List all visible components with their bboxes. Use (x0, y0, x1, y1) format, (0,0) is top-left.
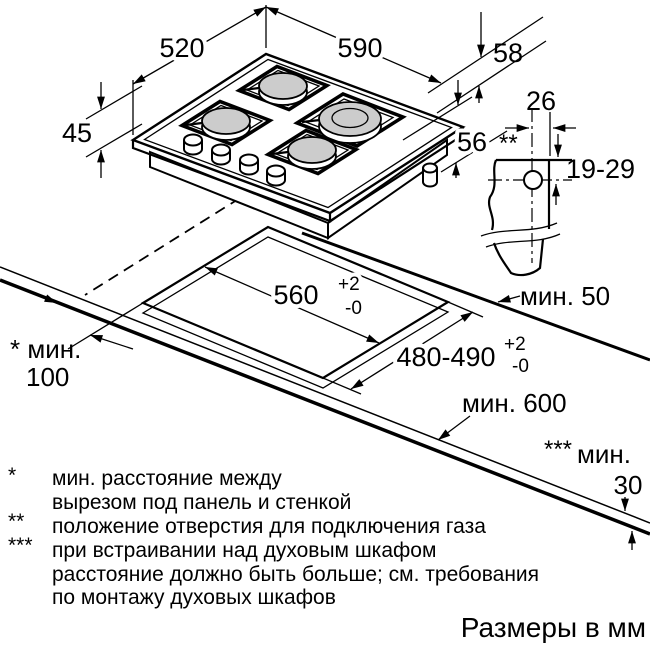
cutout-width-tol-minus: -0 (345, 298, 362, 319)
hob-glass-thickness-edges (131, 127, 465, 223)
footnotes: * мин. расстояние между вырезом под пане… (8, 464, 646, 643)
note-min-back-50: мин. 50 (497, 281, 610, 311)
detail-break-line-1 (480, 222, 558, 237)
burner-back-right-wok (293, 92, 407, 148)
gas-marker-label: ** (499, 130, 518, 157)
burner-cap (318, 101, 382, 137)
knob (211, 143, 231, 166)
height-56-label: 56 (457, 127, 487, 157)
gas-connection-detail: 26 ** 19-29 (480, 86, 635, 277)
dimension-gas-offset-26: 26 ** (499, 86, 576, 157)
min-bottom-marker: *** (544, 436, 572, 463)
burner-front-right (264, 128, 360, 176)
dimension-hob-depth-590: 590 (265, 6, 442, 84)
cutout-width-label: 560 (273, 280, 318, 310)
hob-depth-label: 590 (337, 33, 382, 63)
dimension-height-45: 45 (58, 82, 143, 178)
note-min-worktop-depth-600: мин. 600 (437, 388, 567, 441)
cutout-depth-tol-minus: -0 (512, 356, 529, 377)
gas-connection-hole (523, 170, 543, 190)
note-min-side-100: * мин. 100 (10, 288, 134, 392)
worktop-drawing (0, 197, 650, 536)
gas-hole-range-label: 19-29 (566, 154, 635, 184)
footnote-1-line-1: мин. расстояние между (52, 467, 282, 490)
footnote-2-marker: ** (8, 510, 24, 533)
min-bottom-value: 30 (614, 470, 643, 500)
detail-left-wavy-edge (488, 159, 498, 231)
footnote-3-line-3: по монтажу духовых шкафов (52, 586, 336, 609)
note-min-bottom-30: *** мин. 30 (544, 436, 642, 550)
burner-cap (287, 136, 337, 164)
units-note: Размеры в мм (461, 612, 646, 643)
burner-cap (201, 107, 251, 135)
min-worktop-depth-label: мин. 600 (462, 388, 567, 418)
dimension-hob-width-520: 520 (132, 5, 267, 135)
min-back-label: мин. 50 (520, 281, 610, 311)
footnote-3-marker: *** (8, 534, 33, 557)
footnote-2-line-1: положение отверстия для подключения газа (52, 515, 486, 538)
back-wall-line (301, 231, 650, 362)
hob-to-cutout-projection-dashed-line (84, 197, 241, 296)
burner-cap-inner-ring (331, 107, 369, 129)
min-bottom-label: мин. (577, 439, 631, 469)
knob (183, 133, 203, 156)
burner-front-left (178, 99, 274, 147)
hob-width-label: 520 (159, 33, 204, 63)
detail-lower-outline (492, 238, 545, 277)
worktop-front-edge-bottom-line (0, 278, 650, 536)
footnote-3-line-2: расстояние должно быть больше; см. требо… (52, 563, 539, 586)
hob-top-inner-rim (143, 58, 453, 209)
knob (266, 164, 286, 187)
burner-cap (258, 72, 308, 100)
footnote-1-line-2: вырезом под панель и стенкой (52, 491, 351, 514)
height-58-label: 58 (493, 38, 523, 68)
cutout-depth-label: 480-490 (396, 342, 495, 372)
cutout-left-edge-extension (67, 302, 144, 350)
min-side-value: 100 (26, 362, 69, 392)
cutout-opening-inner-rim (141, 236, 450, 389)
worktop-front-edge-top-line (0, 266, 650, 524)
burner-back-left (235, 64, 331, 112)
dimension-height-56: 56 (402, 80, 508, 178)
dimension-cutout-width-560: 560 +2 -0 (204, 266, 380, 344)
hob-foot (422, 162, 438, 188)
footnote-1-marker: * (8, 464, 16, 487)
hob-isometric-view (130, 52, 466, 240)
height-45-label: 45 (62, 118, 92, 148)
detail-break-line-2 (485, 233, 561, 248)
cutout-width-tol-plus: +2 (338, 274, 360, 295)
footnote-3-line-1: при встраивании над духовым шкафом (52, 539, 436, 562)
control-knobs (183, 133, 286, 187)
dimension-gas-hole-range: 19-29 (552, 134, 635, 205)
knob (239, 153, 259, 176)
min-side-label: * мин. (10, 334, 81, 364)
dimension-cutout-depth-480-490: 480-490 +2 -0 (322, 301, 533, 395)
gas-offset-label: 26 (526, 86, 556, 116)
cutout-depth-tol-plus: +2 (504, 334, 526, 355)
